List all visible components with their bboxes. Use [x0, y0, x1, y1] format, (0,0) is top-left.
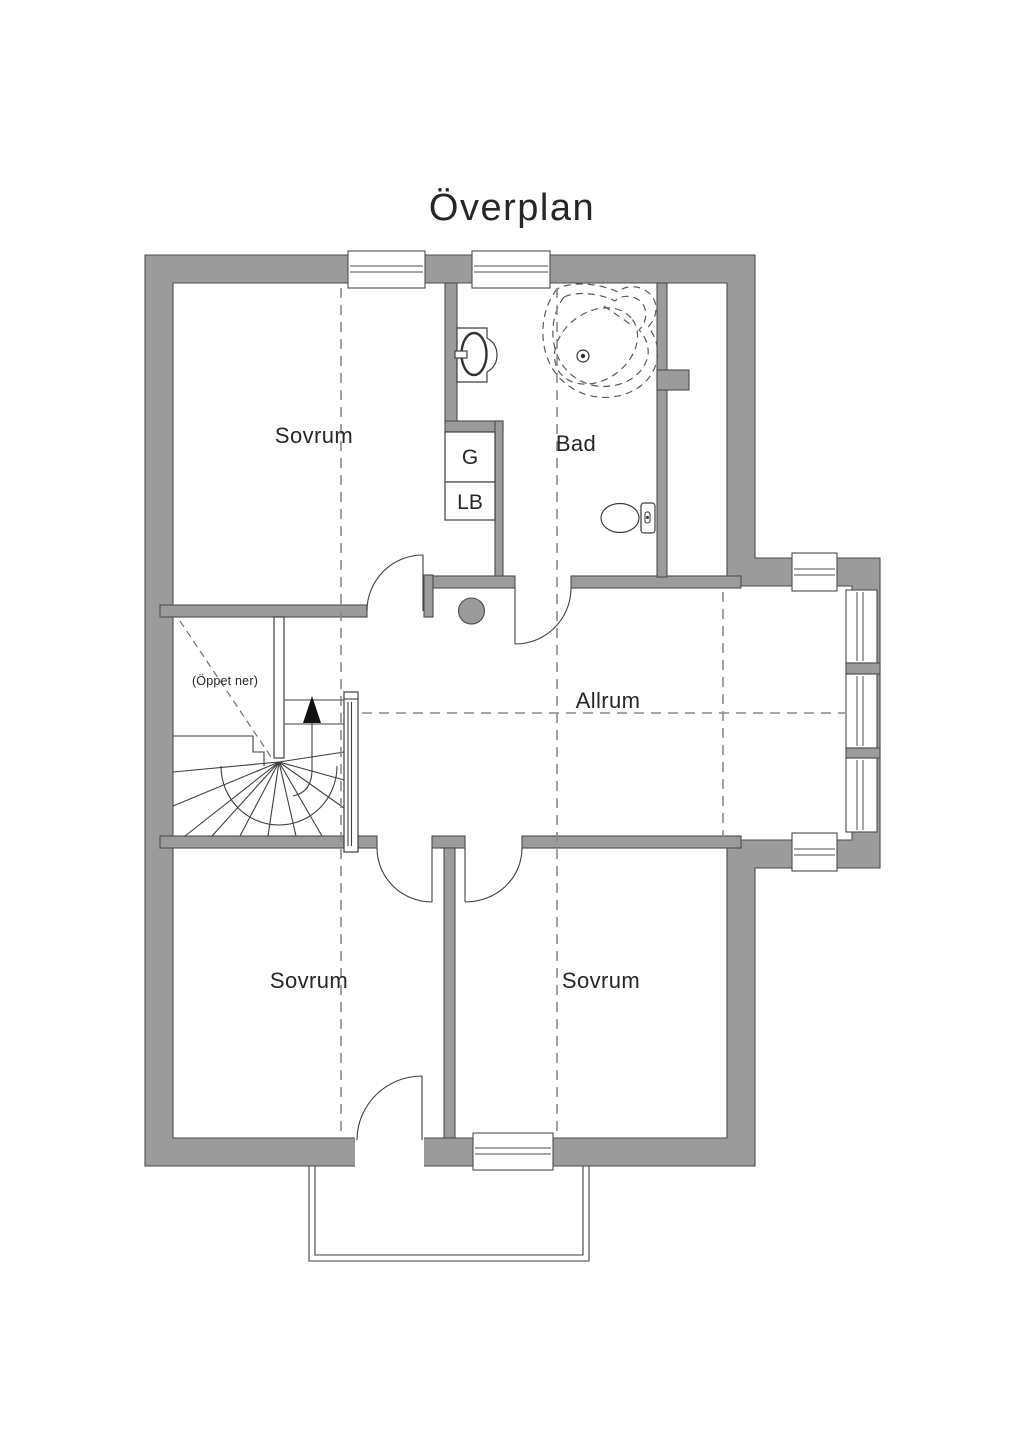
window-icon: [845, 589, 878, 664]
page-title: Överplan: [429, 187, 595, 229]
outer-wall: [144, 254, 881, 1167]
wall-closet-back: [494, 420, 504, 578]
balcony-icon: [308, 1166, 590, 1262]
wall-bath-east: [656, 282, 668, 578]
window-icon: [791, 552, 838, 592]
interior-walls: [159, 282, 742, 1139]
up-arrow-icon: [303, 696, 321, 723]
wall-closet-step: [444, 420, 504, 433]
room-label-bad: Bad: [556, 431, 596, 456]
window-icon: [845, 673, 878, 749]
wall-bed-partition: [443, 847, 456, 1139]
ceiling-dashed-lines: [340, 288, 845, 1133]
toilet-icon: [600, 502, 656, 534]
room-label-sovrum-se: Sovrum: [562, 968, 640, 993]
wall-allrum-south: [521, 835, 742, 849]
wall-hall-jog: [423, 574, 434, 618]
stairs-icon: [172, 616, 359, 853]
wall-door-stub: [431, 835, 466, 849]
closet-label-g: G: [462, 446, 478, 469]
window-icon: [845, 757, 878, 833]
door-swing-icon: [376, 847, 433, 903]
room-label-sovrum-sw: Sovrum: [270, 968, 348, 993]
window-icon: [347, 250, 426, 289]
chimney-icon: [457, 597, 486, 625]
wall-protrusion: [656, 369, 690, 391]
window-icon: [791, 832, 838, 872]
door-swing-icon: [356, 1075, 423, 1141]
doors: [356, 554, 572, 1141]
door-swing-icon: [514, 587, 572, 645]
stair-open-below-label: (Öppet ner): [192, 674, 258, 688]
bay-window-spacer: [845, 747, 881, 759]
stair-spine: [273, 616, 285, 759]
bathtub-icon: [542, 283, 659, 399]
open-below-diagonal: [179, 620, 272, 758]
sink-icon: [454, 327, 498, 383]
closet-label-lb: LB: [457, 491, 483, 514]
bay-window-spacer: [845, 662, 881, 675]
stair-treads: [172, 751, 345, 837]
door-swing-icon: [366, 554, 424, 612]
room-label-sovrum-nw: Sovrum: [275, 423, 353, 448]
balcony-door-opening: [355, 1136, 424, 1168]
wall-bed1-south: [159, 604, 368, 618]
windows: [347, 250, 881, 1171]
wall-hall-left: [432, 575, 516, 589]
closet-lb: [444, 481, 496, 521]
window-icon: [471, 250, 551, 289]
room-label-allrum: Allrum: [576, 688, 641, 713]
closet-g: [444, 431, 496, 483]
door-swing-icon: [464, 847, 523, 903]
window-icon: [472, 1132, 554, 1171]
wall-hall-right: [570, 575, 742, 589]
